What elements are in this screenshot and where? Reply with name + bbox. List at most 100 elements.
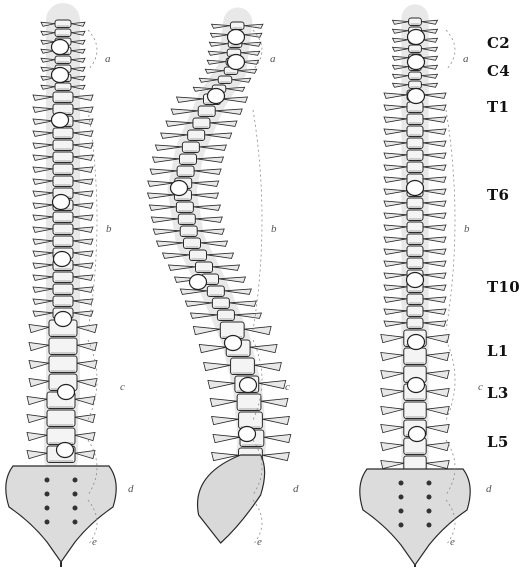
sacrum [6, 466, 116, 562]
vertebra [33, 224, 93, 235]
vertebra [212, 412, 290, 429]
transverse-process [250, 345, 277, 353]
vertebral-body [239, 412, 263, 429]
sacral-foramen [73, 520, 78, 525]
transverse-process [426, 461, 449, 469]
vertebra-marker [228, 55, 245, 70]
vertebral-body [55, 29, 71, 37]
vertebral-body [55, 56, 71, 64]
vertebral-body [49, 338, 77, 355]
vertebra [27, 428, 95, 445]
vertebral-body [218, 76, 232, 84]
vertebra [33, 212, 93, 223]
vertebra [204, 358, 282, 375]
vertebra [384, 294, 446, 305]
region-letter: e [257, 536, 262, 548]
region-letter: c [478, 381, 483, 393]
transverse-process [199, 345, 226, 353]
vertebra [384, 234, 446, 245]
vertebra-marker [58, 385, 75, 400]
sacral-foramen [427, 509, 432, 514]
transverse-process [212, 417, 239, 425]
vertebra [163, 250, 234, 261]
vertebra-marker [208, 89, 225, 104]
vertebral-body [230, 22, 244, 30]
vertebra-marker [408, 55, 425, 70]
transverse-process [381, 425, 404, 433]
vertebra-marker [52, 68, 69, 83]
vertebral-body [409, 45, 422, 53]
vertebra [384, 150, 446, 161]
vertebra [33, 296, 93, 307]
vertebra [190, 310, 261, 321]
region-bracket [446, 110, 455, 330]
vertebra [393, 18, 438, 26]
vertebra [29, 338, 97, 355]
transverse-process [426, 335, 449, 343]
label-t1: T1 [487, 98, 509, 116]
transverse-process [262, 417, 289, 425]
region-letter: a [463, 53, 469, 65]
vertebra [33, 152, 93, 163]
vertebra [33, 284, 93, 295]
vertebra-marker [52, 40, 69, 55]
sacral-foramen [73, 506, 78, 511]
region-bracket [88, 30, 97, 70]
vertebra [180, 286, 251, 297]
vertebra-marker [55, 312, 72, 327]
vertebra [393, 45, 438, 53]
label-c4: C4 [487, 62, 510, 80]
region-letter: e [92, 536, 97, 548]
transverse-process [213, 435, 240, 443]
region-letter: a [105, 53, 111, 65]
sacral-foramen [399, 523, 404, 528]
label-t10: T10 [487, 278, 520, 296]
region-bracket [253, 110, 262, 330]
sacrum [198, 455, 265, 543]
transverse-process [426, 389, 449, 397]
vertebra-marker [407, 181, 424, 196]
transverse-process [381, 335, 404, 343]
label-c2: C2 [487, 34, 510, 52]
vertebra [27, 410, 95, 427]
vertebra [210, 394, 288, 411]
vertebra [384, 138, 446, 149]
anterior-view: abcde [6, 20, 134, 567]
transverse-process [204, 363, 231, 371]
region-letter: e [450, 536, 455, 548]
transverse-process [426, 407, 449, 415]
vertebra [33, 128, 93, 139]
transverse-process [264, 435, 291, 443]
vertebra-marker [408, 378, 425, 393]
vertebra-marker [171, 181, 188, 196]
vertebral-body [409, 72, 422, 80]
label-l1: L1 [487, 342, 509, 360]
vertebral-body [55, 20, 71, 28]
transverse-process [381, 407, 404, 415]
vertebra [381, 348, 449, 365]
sacral-foramen [45, 492, 50, 497]
vertebra-marker [53, 195, 70, 210]
vertebra [175, 274, 246, 285]
region-letter: b [271, 223, 277, 235]
vertebra-marker [408, 89, 425, 104]
vertebra [393, 81, 438, 89]
sacral-foramen [45, 478, 50, 483]
vertebra [33, 92, 93, 103]
region-letter: d [293, 483, 299, 495]
vertebra [384, 198, 446, 209]
vertebra [384, 306, 446, 317]
vertebra-marker [239, 427, 256, 442]
vertebra [212, 22, 263, 30]
vertebral-body [237, 394, 261, 411]
transverse-process [426, 443, 449, 451]
region-letter: d [128, 483, 134, 495]
vertebra [33, 176, 93, 187]
sacral-foramen [427, 523, 432, 528]
vertebra [33, 164, 93, 175]
transverse-process [208, 381, 235, 389]
vertebra [157, 238, 228, 249]
